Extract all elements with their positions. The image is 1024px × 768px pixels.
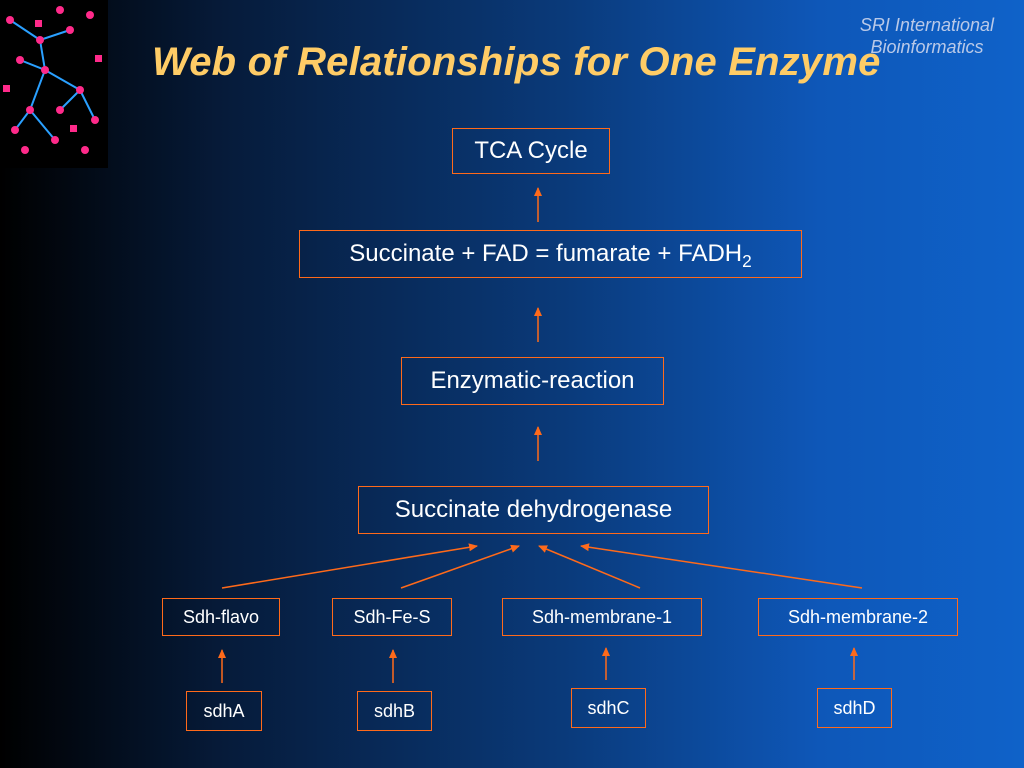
arrow-fes-to-enzyme [400,544,520,589]
arrow-flavo-to-enzyme [221,543,478,589]
node-subunit-sdh-membrane-1: Sdh-membrane-1 [502,598,702,636]
slide-title: Web of Relationships for One Enzyme [152,40,881,84]
node-tca-cycle-label: TCA Cycle [474,137,588,164]
node-gene-sdhb: sdhB [357,691,432,731]
reaction-equation-subscript: 2 [742,251,752,272]
subunit-label: Sdh-membrane-1 [531,606,673,627]
reaction-equation-main: Succinate + FAD = fumarate + FADH [349,240,743,267]
node-subunit-sdh-flavo: Sdh-flavo [162,598,280,636]
node-subunit-sdh-membrane-2: Sdh-membrane-2 [758,598,958,636]
node-enzymatic-reaction-label: Enzymatic-reaction [430,367,635,394]
node-subunit-sdh-fe-s: Sdh-Fe-S [332,598,452,636]
arrow-membrane2-to-enzyme [580,543,863,589]
node-gene-sdhc: sdhC [571,688,646,728]
subunit-label: Sdh-membrane-2 [787,606,929,627]
node-gene-sdhd: sdhD [817,688,892,728]
org-line-2: Bioinformatics [870,37,984,57]
subunit-label: Sdh-Fe-S [353,606,431,627]
node-succinate-dehydrogenase-label: Succinate dehydrogenase [394,496,673,523]
organization-label: SRI International Bioinformatics [860,14,994,58]
node-succinate-dehydrogenase: Succinate dehydrogenase [358,486,709,534]
node-reaction-equation: Succinate + FAD = fumarate + FADH2 [299,230,802,278]
node-gene-sdha: sdhA [186,691,262,731]
arrow-membrane1-to-enzyme [538,545,641,589]
reaction-equation-label: Succinate + FAD = fumarate + FADH2 [349,240,752,272]
gene-label: sdhA [203,700,245,721]
node-enzymatic-reaction: Enzymatic-reaction [401,357,664,405]
gene-label: sdhC [587,697,630,718]
org-line-1: SRI International [859,15,994,35]
pathway-thumbnail-image [0,0,108,168]
subunit-label: Sdh-flavo [182,606,260,627]
gene-label: sdhB [373,700,416,721]
gene-label: sdhD [833,697,876,718]
node-tca-cycle: TCA Cycle [452,128,610,174]
